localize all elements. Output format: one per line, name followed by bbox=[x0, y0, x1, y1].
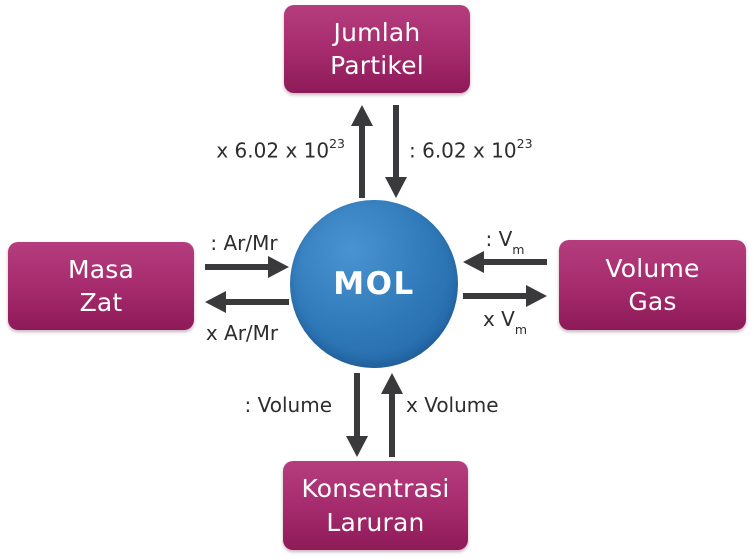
node-volume-gas: Volume Gas bbox=[559, 240, 746, 330]
label-times-vm-subscript: m bbox=[514, 322, 528, 337]
label-divide-volume: : Volume bbox=[244, 393, 332, 417]
node-jumlah-partikel-line1: Jumlah bbox=[333, 17, 421, 47]
label-times-vm-text: x V bbox=[482, 307, 515, 331]
arrow-right-to-mol-icon bbox=[205, 256, 289, 278]
node-masa-zat: Masa Zat bbox=[8, 242, 194, 330]
node-volume-gas-line2: Gas bbox=[628, 287, 677, 316]
label-times-armr: x Ar/Mr bbox=[205, 321, 279, 345]
node-jumlah-partikel: Jumlah Partikel bbox=[284, 5, 470, 93]
node-konsentrasi-laruran-line1: Konsentrasi bbox=[301, 474, 450, 503]
label-divide-avogadro-text: : 6.02 x 10 bbox=[409, 138, 517, 163]
label-times-avogadro-exponent: 23 bbox=[329, 136, 345, 151]
label-times-volume: x Volume bbox=[406, 393, 499, 417]
label-divide-vm: : Vm bbox=[465, 226, 545, 260]
arrow-left-to-mol-icon bbox=[463, 251, 547, 273]
mol-circle: MOL bbox=[290, 200, 458, 368]
label-times-vm: x Vm bbox=[465, 306, 545, 340]
mol-label: MOL bbox=[333, 266, 415, 302]
node-konsentrasi-laruran-line2: Laruran bbox=[326, 507, 425, 537]
arrow-up-to-jumlah-partikel-icon bbox=[351, 105, 373, 198]
node-jumlah-partikel-line2: Partikel bbox=[330, 51, 424, 80]
label-divide-armr: : Ar/Mr bbox=[210, 231, 278, 255]
label-divide-avogadro: : 6.02 x 1023 bbox=[409, 133, 533, 164]
node-konsentrasi-laruran: Konsentrasi Laruran bbox=[283, 461, 468, 550]
label-times-avogadro: x 6.02 x 1023 bbox=[200, 133, 345, 164]
node-masa-zat-line1: Masa bbox=[67, 254, 135, 284]
label-times-avogadro-text: x 6.02 x 10 bbox=[216, 138, 330, 163]
node-volume-gas-line1: Volume bbox=[605, 253, 700, 283]
label-divide-vm-text: : V bbox=[485, 227, 513, 251]
arrow-right-to-volume-gas-icon bbox=[463, 285, 547, 307]
node-masa-zat-line2: Zat bbox=[79, 288, 123, 317]
arrow-left-to-masa-zat-icon bbox=[205, 291, 289, 313]
label-divide-vm-subscript: m bbox=[512, 242, 525, 257]
arrow-up-to-mol-bottom-icon bbox=[381, 373, 403, 457]
arrow-down-to-mol-icon bbox=[385, 105, 407, 198]
arrow-down-to-konsentrasi-icon bbox=[346, 373, 368, 457]
label-divide-avogadro-exponent: 23 bbox=[516, 136, 533, 151]
